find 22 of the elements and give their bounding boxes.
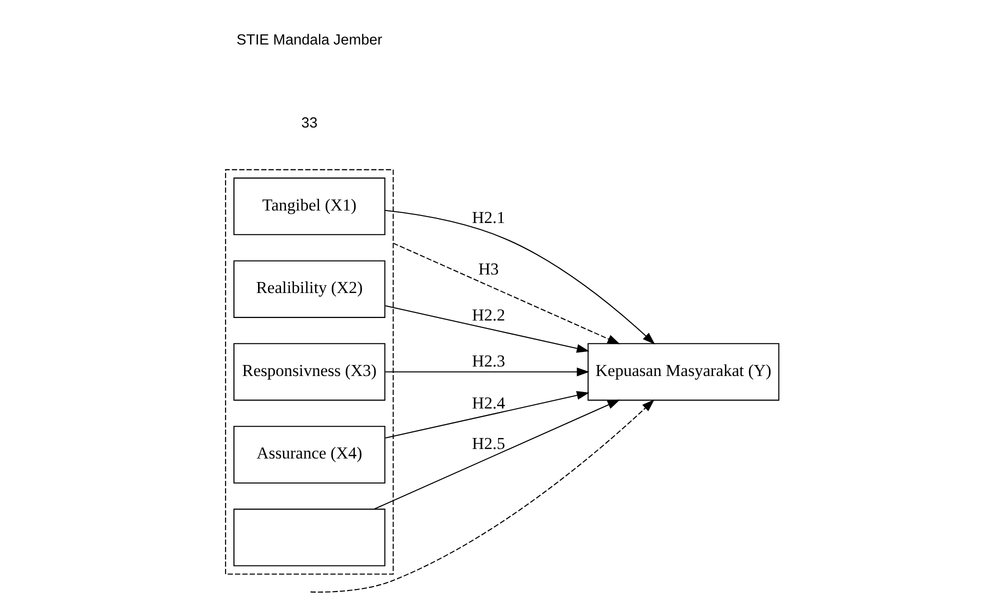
arrow [385,391,590,439]
edge-label: H2.2 [472,305,506,324]
node-box: Kepuasan Masyarakat (Y) [588,343,780,401]
edge-label: H2.1 [472,208,506,227]
label: STIE Mandala Jember [236,32,382,49]
node-box [233,508,386,566]
arrow [374,400,620,510]
edge-label: H2.3 [472,351,506,370]
edge-label: H2.4 [472,393,506,412]
node-box: Tangibel (X1) [233,178,386,236]
edge-label: H2.5 [472,434,506,454]
node-box: Realibility (X2) [233,260,386,318]
cluster [225,169,394,575]
arrow [310,399,654,593]
node-box: Assurance (X4) [233,426,386,484]
arrow [393,242,620,344]
arrow [385,368,590,376]
edge-label: H3 [478,259,499,278]
arrow [384,210,656,345]
label: 33 [301,115,318,132]
arrow [385,305,590,353]
node-box: Responsivness (X3) [233,343,386,401]
